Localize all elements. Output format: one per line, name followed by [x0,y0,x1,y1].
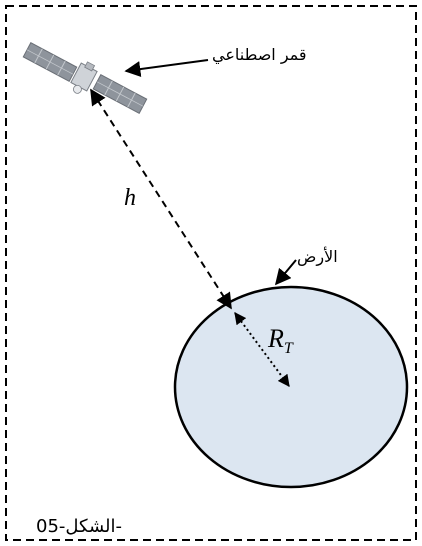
radius-arrow [234,312,290,387]
radius-label-main: R [267,324,284,353]
satellite-icon [22,42,148,114]
altitude-label: h [124,185,136,211]
earth-circle [173,285,409,489]
satellite-pointer-arrow [124,59,209,78]
dashed-frame [5,5,417,541]
earth-pointer-arrow [274,259,297,286]
altitude-arrow [90,88,232,310]
radius-label: RT [267,324,294,357]
earth-label: الأرض [297,246,338,267]
satellite-label: قمر اصطناعي [212,45,307,65]
figure-caption: الشكل-05- [36,516,122,537]
radius-label-subscript: T [284,340,294,357]
